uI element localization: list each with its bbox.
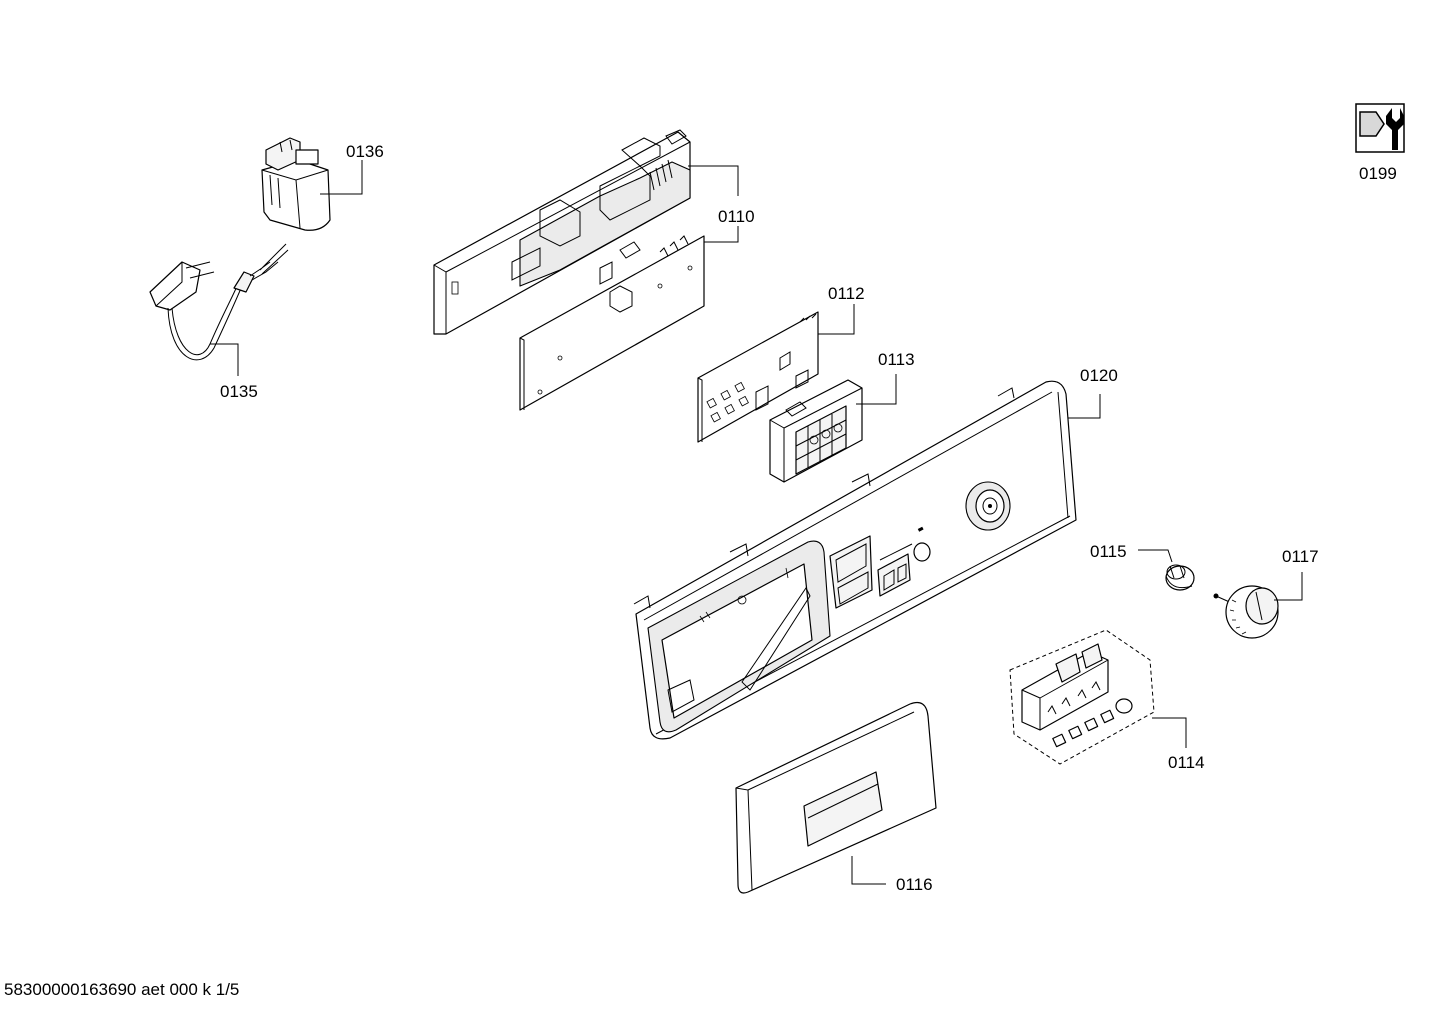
leader-0114 xyxy=(1152,717,1187,748)
part-0136-filter[interactable] xyxy=(261,137,331,231)
leader-0112 xyxy=(818,304,855,335)
part-0112-display-board[interactable] xyxy=(697,311,819,443)
wrench-service-icon[interactable] xyxy=(1355,103,1405,153)
label-0136[interactable]: 0136 xyxy=(346,142,384,161)
part-0115-small-knob[interactable] xyxy=(1165,564,1195,591)
drawing-reference-code: 58300000163690 aet 000 k 1/5 xyxy=(4,980,240,999)
part-0114-button-set[interactable] xyxy=(1009,629,1155,765)
part-0110-module-housing[interactable] xyxy=(433,129,691,335)
leader-0136 xyxy=(320,160,363,195)
label-0112[interactable]: 0112 xyxy=(828,284,865,303)
leader-0110-b xyxy=(704,226,739,243)
part-0110-circuit-board[interactable] xyxy=(519,235,705,411)
leader-0117 xyxy=(1274,572,1303,601)
label-0115[interactable]: 0115 xyxy=(1090,542,1127,561)
parts-diagram-canvas: 0136 0135 0110 xyxy=(149,103,1405,894)
label-0120[interactable]: 0120 xyxy=(1080,366,1118,385)
label-0135[interactable]: 0135 xyxy=(220,382,258,401)
label-0114[interactable]: 0114 xyxy=(1168,753,1205,772)
part-0116-drawer-handle[interactable] xyxy=(735,701,937,894)
leader-0116 xyxy=(851,856,886,885)
part-0135-power-cord[interactable] xyxy=(149,243,289,361)
part-0113-button-holder[interactable] xyxy=(769,379,863,483)
part-0120-control-panel[interactable] xyxy=(633,380,1077,740)
leader-0135 xyxy=(210,343,239,376)
leader-0120 xyxy=(1068,394,1101,419)
label-0110[interactable]: 0110 xyxy=(718,207,755,226)
leader-0110-a xyxy=(688,165,739,196)
label-0113[interactable]: 0113 xyxy=(878,350,915,369)
leader-0113 xyxy=(856,374,897,405)
label-0199[interactable]: 0199 xyxy=(1359,164,1397,183)
part-0117-selector-knob[interactable] xyxy=(1213,585,1279,639)
label-0117[interactable]: 0117 xyxy=(1282,547,1319,566)
leader-0115 xyxy=(1138,549,1173,563)
label-0116[interactable]: 0116 xyxy=(896,875,933,894)
